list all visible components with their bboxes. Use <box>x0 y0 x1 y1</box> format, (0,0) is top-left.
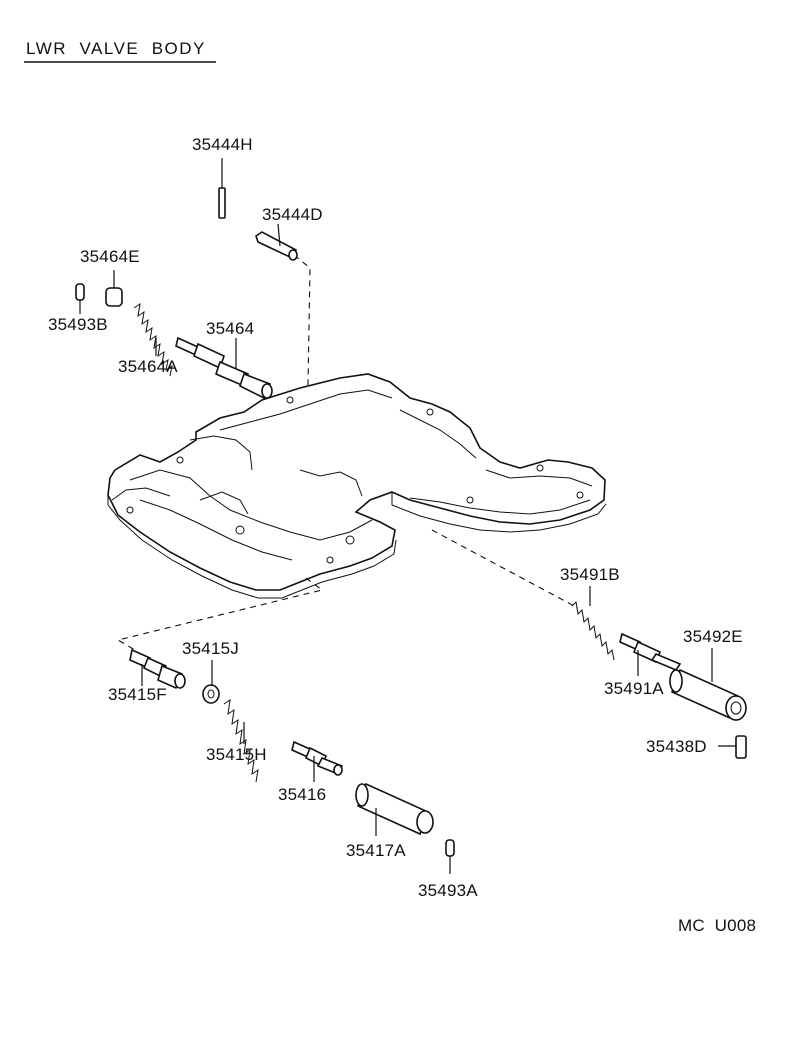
part-35415J <box>202 660 220 704</box>
label-35493A: 35493A <box>418 881 478 900</box>
part-35444D <box>255 223 298 261</box>
label-35464E: 35464E <box>80 247 140 266</box>
label-35438D: 35438D <box>646 737 707 756</box>
label-35464: 35464 <box>206 319 254 338</box>
label-35491A: 35491A <box>604 679 664 698</box>
part-35417A <box>355 782 434 836</box>
label-35444H: 35444H <box>192 135 253 154</box>
leader-35444D <box>293 254 311 386</box>
label-35417A: 35417A <box>346 841 406 860</box>
part-35493B <box>75 283 85 314</box>
label-35493B: 35493B <box>48 315 108 334</box>
part-35438D <box>718 735 747 759</box>
part-35492E <box>669 648 747 721</box>
part-35415H <box>223 698 259 783</box>
lower-valve-body <box>107 373 607 599</box>
part-35493A <box>445 839 455 874</box>
part-35444H <box>218 158 226 219</box>
label-35416: 35416 <box>278 785 326 804</box>
part-35416 <box>291 740 344 782</box>
leader-35491B <box>431 529 579 609</box>
label-35415J: 35415J <box>182 639 239 658</box>
label-35464A: 35464A <box>118 357 178 376</box>
label-35415H: 35415H <box>206 745 267 764</box>
leader-35415F <box>116 577 324 651</box>
label-35444D: 35444D <box>262 205 323 224</box>
label-35492E: 35492E <box>683 627 743 646</box>
part-35491B <box>571 586 615 661</box>
label-35491B: 35491B <box>560 565 620 584</box>
part-35464E <box>105 270 123 307</box>
part-35415F <box>129 648 186 690</box>
label-35415F: 35415F <box>108 685 167 704</box>
diagram-code: MC U008 <box>678 916 756 935</box>
diagram-title: LWR VALVE BODY <box>26 39 206 58</box>
part-35464 <box>175 336 273 400</box>
part-35491A <box>619 632 682 676</box>
part-35464A <box>133 302 173 377</box>
